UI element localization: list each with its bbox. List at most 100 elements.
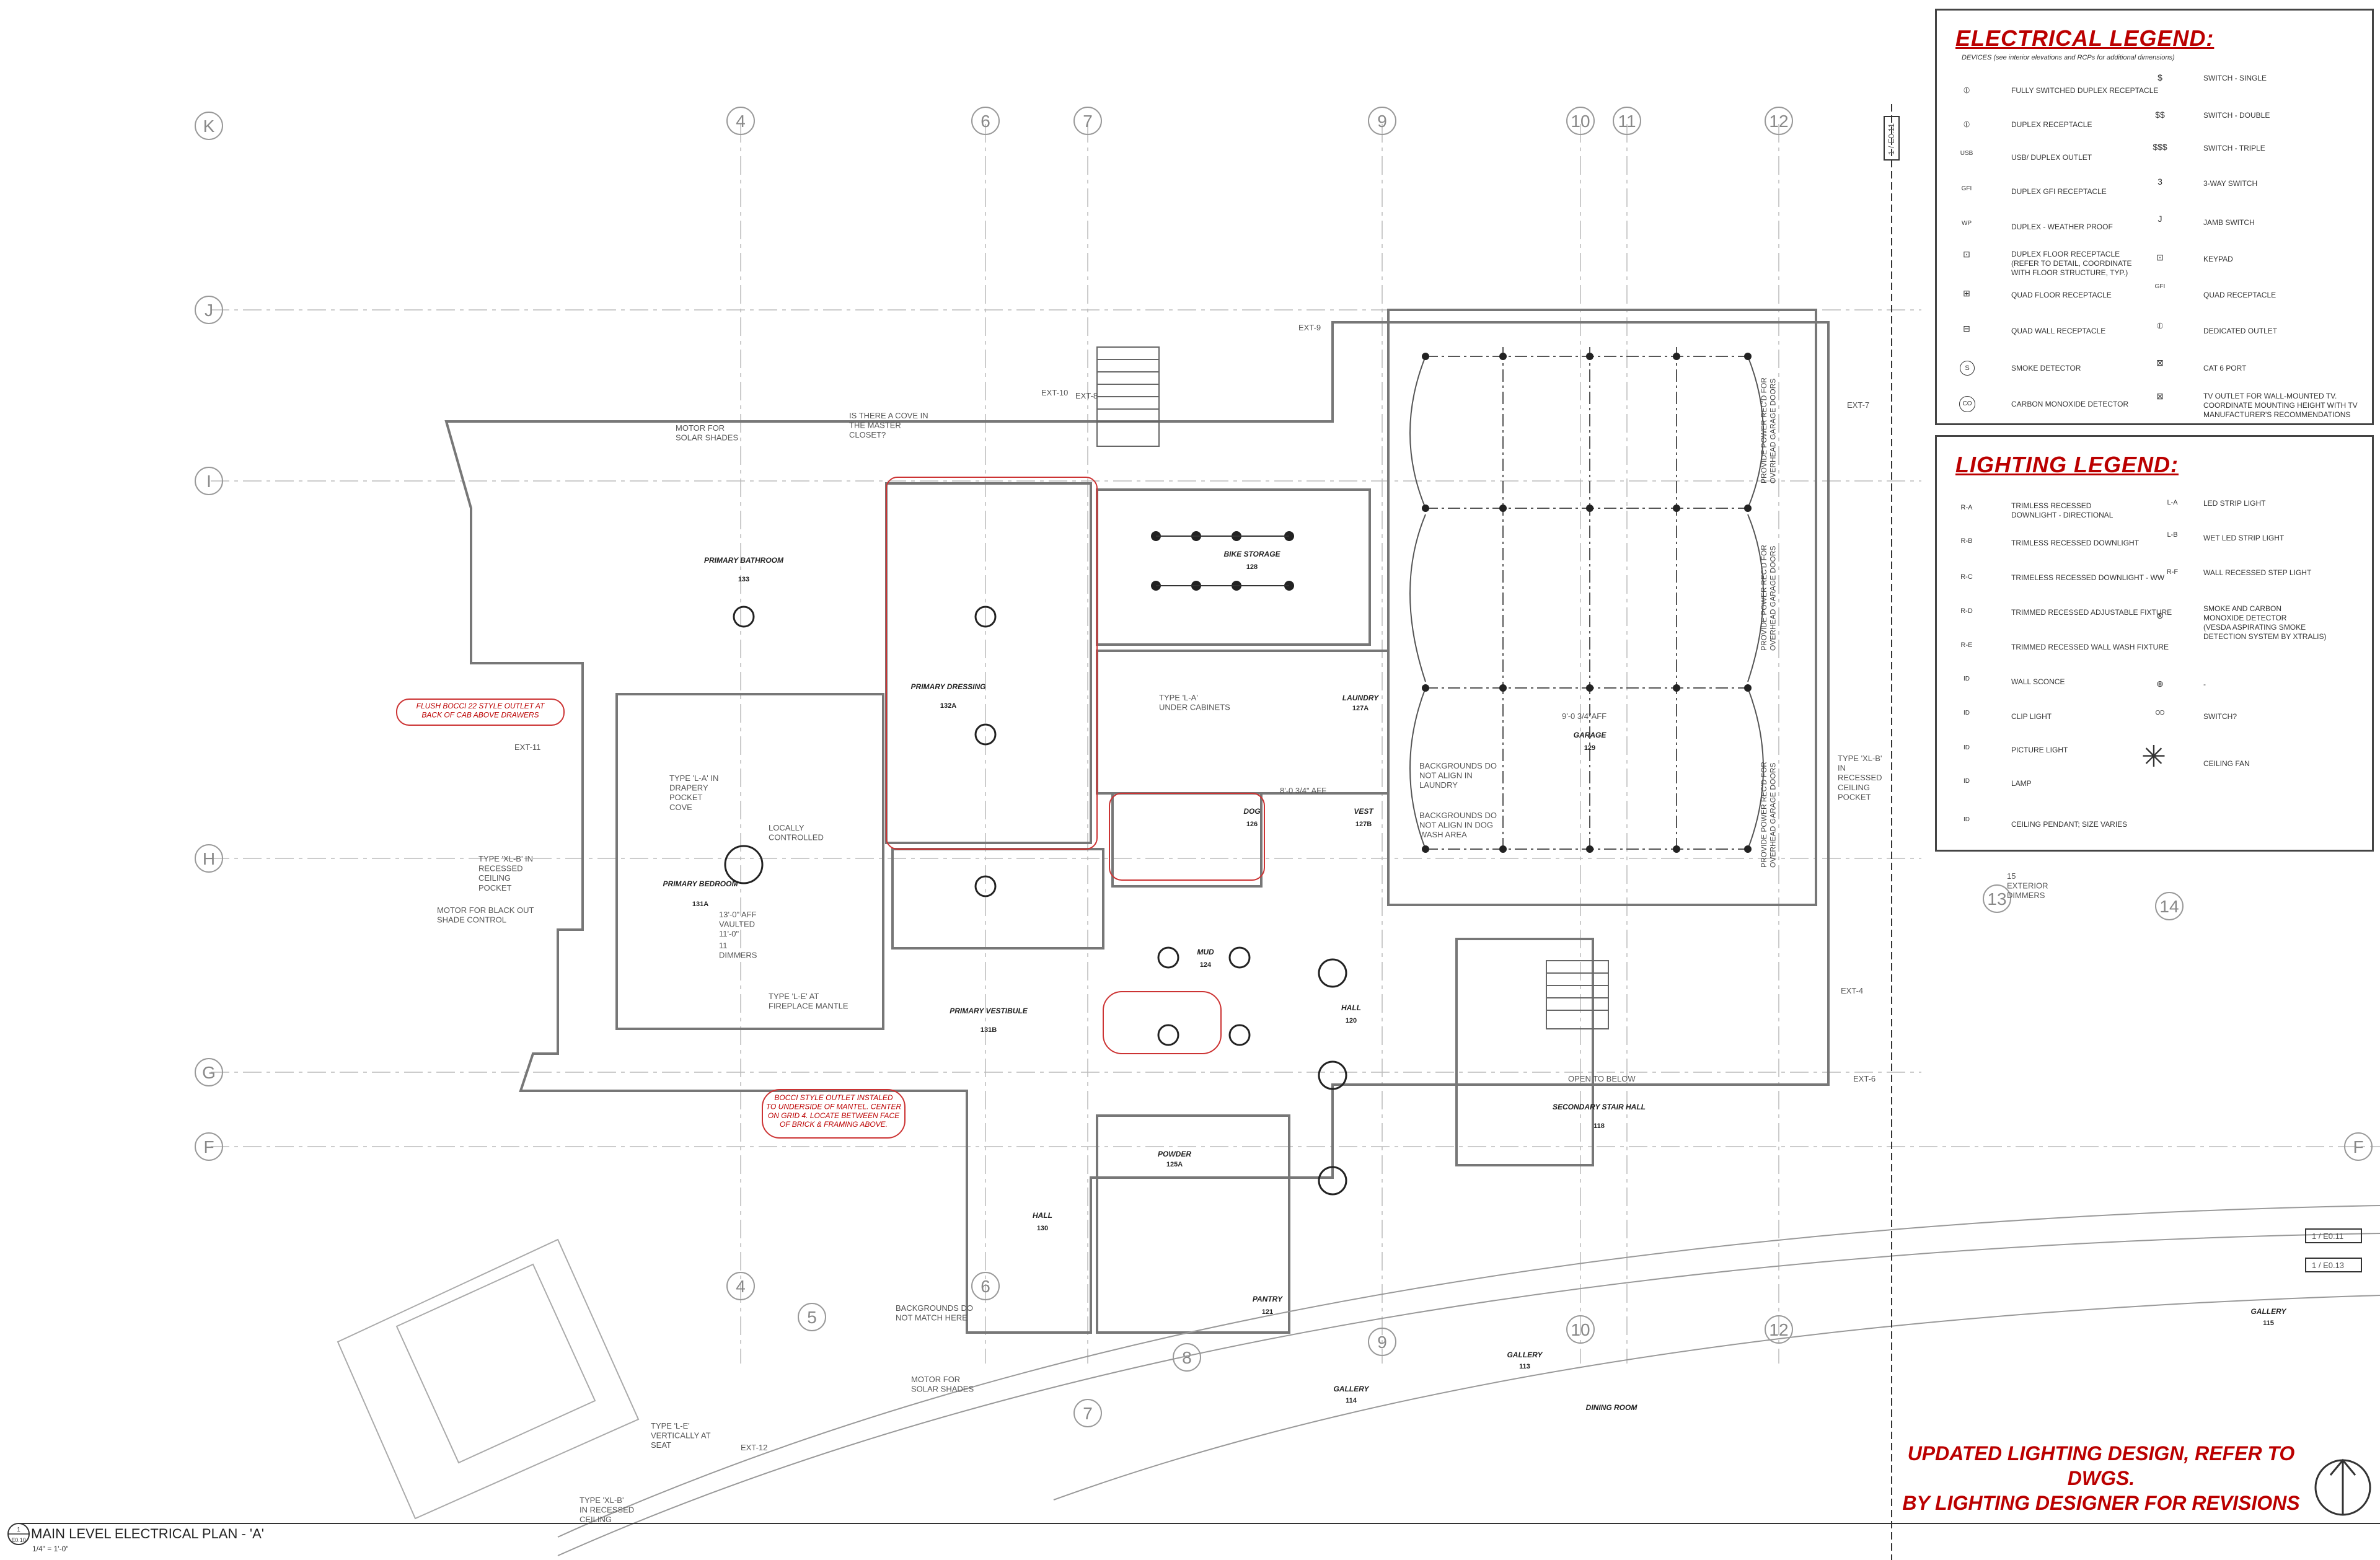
grid-bubbles-bottom: 4 5 6 7 8 9 10 12 13 14 F bbox=[726, 884, 2373, 1427]
room-number: 118 bbox=[1593, 1122, 1605, 1130]
grid-label: H bbox=[203, 849, 215, 868]
legend-item: SWITCH - SINGLE bbox=[2203, 74, 2267, 82]
co-detector-icon: CO bbox=[1959, 396, 1975, 412]
legend-item: SMOKE AND CARBON bbox=[2203, 604, 2282, 613]
legend-item: DUPLEX FLOOR RECEPTACLE bbox=[2011, 250, 2120, 258]
garage-lights bbox=[1422, 353, 1752, 853]
label-ext: EXT-12 bbox=[741, 1443, 767, 1452]
room-number: 131A bbox=[692, 901, 708, 908]
room-name: GALLERY bbox=[2250, 1307, 2286, 1316]
electrical-legend-subtitle: DEVICES (see interior elevations and RCP… bbox=[1962, 54, 2175, 61]
wall-sconce-icon: ID bbox=[1963, 676, 1970, 682]
legend-item: SMOKE DETECTOR bbox=[2011, 364, 2081, 372]
room-number: 115 bbox=[2263, 1320, 2274, 1327]
grid-label: G bbox=[202, 1063, 216, 1082]
ceiling-pendants bbox=[724, 606, 1347, 1196]
switch-query-icon: OD bbox=[2155, 710, 2165, 716]
weatherproof-icon: WP bbox=[1961, 220, 1972, 227]
revision-clouds bbox=[396, 477, 1265, 1139]
label-ext: EXT-4 bbox=[1841, 986, 1863, 995]
room-number: 132A bbox=[940, 702, 956, 710]
label-ext: EXT-9 bbox=[1298, 323, 1321, 332]
room-number: 120 bbox=[1346, 1017, 1357, 1025]
room-number: 133 bbox=[738, 576, 749, 583]
legend-item: SWITCH - DOUBLE bbox=[2203, 111, 2270, 120]
room-name: GALLERY bbox=[1507, 1351, 1543, 1359]
label-ext: EXT-10 bbox=[1041, 388, 1068, 397]
quad-wall-icon: ⊟ bbox=[1963, 324, 1970, 333]
gallery-curves bbox=[557, 1205, 2380, 1556]
legend-item: DUPLEX RECEPTACLE bbox=[2011, 120, 2092, 129]
legend-item: JAMB SWITCH bbox=[2203, 218, 2255, 227]
downlight-icon: R-B bbox=[1960, 537, 1973, 545]
legend-item: TRIMMED RECESSED WALL WASH FIXTURE bbox=[2011, 643, 2169, 651]
room-name: LAUNDRY bbox=[1342, 694, 1379, 702]
room-number: 121 bbox=[1262, 1308, 1273, 1316]
legend-item: DUPLEX GFI RECEPTACLE bbox=[2011, 187, 2107, 196]
room-name: HALL bbox=[1341, 1003, 1361, 1012]
legend-item: MONOXIDE DETECTOR bbox=[2203, 614, 2287, 622]
lighting-legend: LIGHTING LEGEND: R-A TRIMLESS RECESSED D… bbox=[1935, 435, 2374, 852]
grid-bubbles-top: 4 6 7 9 10 11 12 bbox=[726, 107, 1793, 135]
grid-label: 11 bbox=[1618, 112, 1636, 131]
grid-label: 4 bbox=[736, 1277, 746, 1296]
cat6-icon: ⊠ bbox=[2156, 358, 2164, 368]
legend-item: DETECTION SYSTEM BY XTRALIS) bbox=[2203, 632, 2327, 641]
adjustable-fixture-icon: R-D bbox=[1960, 607, 1973, 615]
grid-label: J bbox=[205, 301, 213, 320]
legend-item: COORDINATE MOUNTING HEIGHT WITH TV bbox=[2203, 401, 2358, 410]
gfi-icon: GFI bbox=[1961, 185, 1972, 192]
revision-note: UPDATED LIGHTING DESIGN, REFER TO DWGS.B… bbox=[1902, 1442, 2300, 1514]
room-name: GARAGE bbox=[1574, 731, 1607, 739]
drawing-scale: 1/4" = 1'-0" bbox=[32, 1545, 69, 1553]
wall-wash-icon: R-E bbox=[1960, 641, 1973, 649]
legend-item: SWITCH? bbox=[2203, 712, 2237, 721]
legend-item: CEILING PENDANT; SIZE VARIES bbox=[2011, 820, 2128, 829]
switch-triple-icon: $$$ bbox=[2153, 142, 2167, 152]
legend-item: CLIP LIGHT bbox=[2011, 712, 2052, 721]
section-ref: 1 / E0.11 bbox=[2312, 1232, 2343, 1241]
room-name: PRIMARY BEDROOM bbox=[663, 879, 739, 888]
smoke-co-icon: ⊗ bbox=[2156, 610, 2164, 620]
grid-label: F bbox=[2353, 1137, 2363, 1157]
note-power-overhead-3: PROVIDE POWER REC'D FOROVERHEAD GARAGE D… bbox=[1760, 762, 1777, 868]
grid-label: 5 bbox=[807, 1308, 817, 1327]
room-name: SECONDARY STAIR HALL bbox=[1553, 1103, 1646, 1111]
label-ext: EXT-7 bbox=[1847, 400, 1869, 410]
grid-label: 10 bbox=[1571, 1320, 1590, 1339]
room-number: 125A bbox=[1166, 1161, 1183, 1168]
north-arrow bbox=[2314, 1458, 2371, 1516]
legend-item: DUPLEX - WEATHER PROOF bbox=[2011, 223, 2113, 231]
legend-item: - bbox=[2203, 680, 2206, 689]
room-number: 113 bbox=[1519, 1363, 1530, 1370]
legend-item: PICTURE LIGHT bbox=[2011, 746, 2068, 754]
room-number: 128 bbox=[1246, 563, 1258, 571]
grid-label: 7 bbox=[1083, 1404, 1093, 1423]
electrical-legend-title: ELECTRICAL LEGEND: bbox=[1955, 25, 2215, 51]
legend-item: WALL SCONCE bbox=[2011, 677, 2065, 686]
keypad-icon: ⊡ bbox=[2156, 252, 2164, 262]
label-ext: EXT-8 bbox=[1075, 391, 1098, 400]
room-name: VEST bbox=[1354, 807, 1374, 816]
grid-label: 13 bbox=[1987, 889, 2006, 909]
picture-light-icon: ID bbox=[1963, 744, 1970, 751]
legend-item: USB/ DUPLEX OUTLET bbox=[2011, 153, 2092, 162]
grid-lines bbox=[211, 124, 2380, 1364]
room-number: 114 bbox=[1346, 1397, 1357, 1404]
note-under-cabinets: TYPE 'L-A'UNDER CABINETS bbox=[1159, 693, 1230, 712]
room-name: PRIMARY DRESSING bbox=[911, 682, 986, 691]
grid-bubbles-left: K J I H G F bbox=[195, 112, 223, 1161]
receptacle-icon: ⦶ bbox=[1963, 85, 1970, 95]
legend-item: DOWNLIGHT - DIRECTIONAL bbox=[2011, 511, 2113, 519]
legend-item: (REFER TO DETAIL, COORDINATE bbox=[2011, 259, 2132, 268]
grid-label: 9 bbox=[1377, 1333, 1387, 1352]
